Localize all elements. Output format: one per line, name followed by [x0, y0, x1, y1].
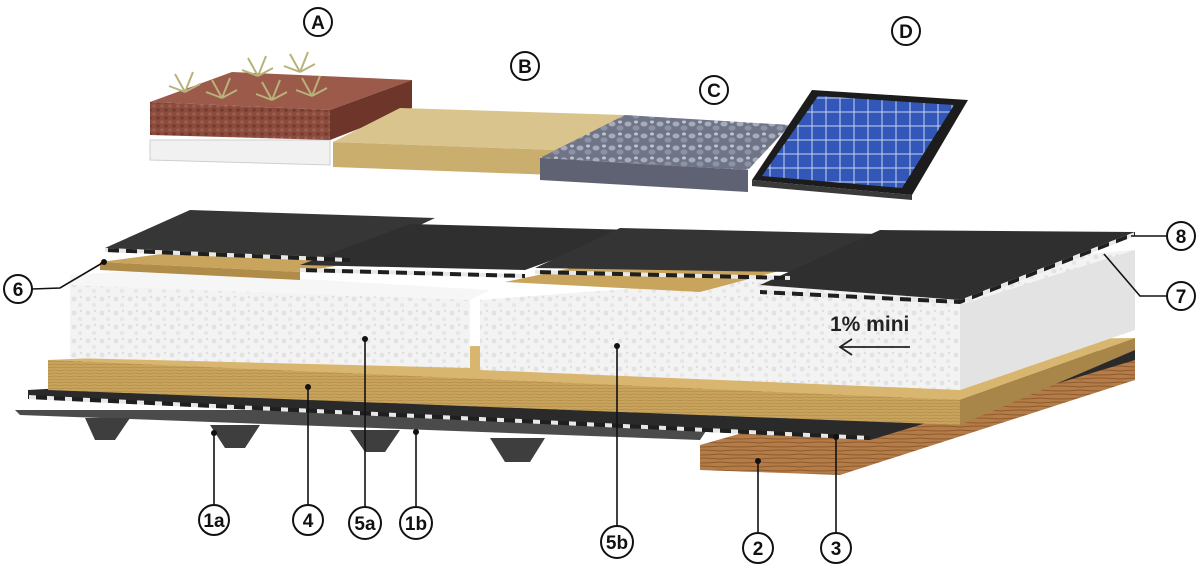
callout-layer-2: 2: [742, 458, 774, 564]
svg-text:5a: 5a: [354, 514, 376, 535]
svg-text:1b: 1b: [405, 514, 427, 535]
svg-text:6: 6: [13, 280, 24, 301]
svg-text:3: 3: [831, 539, 842, 560]
svg-text:7: 7: [1176, 287, 1187, 308]
svg-text:B: B: [518, 57, 532, 78]
svg-text:8: 8: [1176, 227, 1187, 248]
eps-insulation-slab-a: [70, 270, 490, 368]
callout-layer-5b: 5b: [600, 343, 634, 559]
finish-d-solar-panel: [752, 90, 968, 200]
finish-c-gravel: [540, 115, 790, 192]
svg-text:2: 2: [753, 539, 764, 560]
callout-layer-1b: 1b: [399, 429, 433, 540]
callout-finish-d: D: [891, 16, 921, 46]
svg-text:A: A: [311, 13, 325, 34]
finish-b-sand-layer: [333, 108, 625, 175]
svg-text:C: C: [707, 81, 721, 102]
svg-text:D: D: [899, 22, 913, 43]
callout-finish-a: A: [303, 7, 333, 37]
svg-text:1a: 1a: [203, 511, 225, 532]
callout-layer-7: 7: [1103, 253, 1196, 311]
svg-text:5b: 5b: [606, 533, 628, 554]
callout-finish-c: C: [699, 75, 729, 105]
finish-a-green-roof: [149, 51, 412, 166]
membrane-sheets: [105, 210, 1135, 304]
callout-finish-b: B: [510, 51, 540, 81]
callout-layer-8: 8: [1131, 221, 1196, 251]
callout-layer-1a: 1a: [198, 430, 230, 536]
slope-arrow-icon: [838, 338, 910, 356]
callout-layer-6: 6: [3, 259, 107, 304]
svg-text:4: 4: [303, 511, 314, 532]
callout-layer-3: 3: [820, 434, 852, 564]
callout-layer-5a: 5a: [348, 336, 382, 540]
plants: [168, 51, 328, 101]
callout-layer-4: 4: [292, 384, 324, 536]
slope-label: 1% mini: [830, 313, 909, 336]
